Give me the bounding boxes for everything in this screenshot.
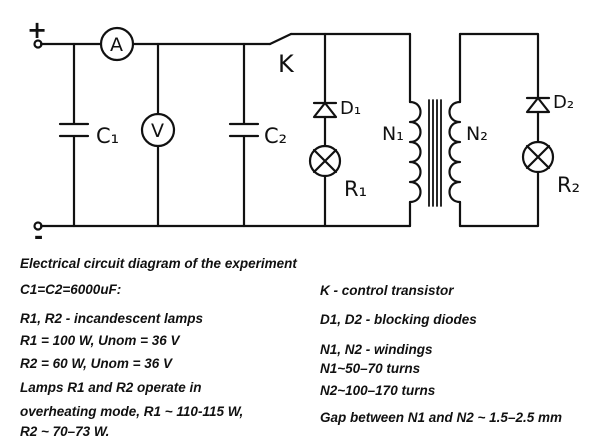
note-left-7: R2 ~ 70–73 W.	[20, 424, 110, 439]
lamp-r1: R₁	[308, 144, 367, 201]
ammeter-label: A	[110, 34, 123, 56]
secondary-loop	[458, 32, 540, 228]
note-right-6: Gap between N1 and N2 ~ 1.5–2.5 mm	[320, 410, 562, 425]
capacitor-c2: C₂	[228, 42, 287, 228]
d1-label: D₁	[340, 98, 361, 119]
winding-n2: N₂	[448, 32, 488, 228]
n2-label: N₂	[466, 123, 488, 145]
r1-label: R₁	[344, 177, 367, 201]
n1-label: N₁	[382, 123, 404, 145]
switch-label: K	[278, 50, 295, 78]
minus-sign: -	[34, 225, 43, 250]
note-left-2: R1, R2 - incandescent lamps	[20, 311, 204, 326]
c2-label: C₂	[264, 124, 287, 148]
plus-sign: +	[27, 16, 47, 44]
note-left-1: C1=C2=6000uF:	[20, 282, 122, 297]
ammeter: A	[99, 26, 135, 62]
note-right-1: K - control transistor	[320, 283, 454, 298]
note-left-5: Lamps R1 and R2 operate in	[20, 380, 202, 395]
note-right-5: N2~100–170 turns	[320, 383, 436, 398]
note-right-4: N1~50–70 turns	[320, 361, 421, 376]
note-left-4: R2 = 60 W, Unom = 36 V	[20, 356, 173, 371]
note-right-3: N1, N2 - windings	[320, 342, 433, 357]
diode-d1: D₁	[312, 98, 361, 119]
lamp-r2: R₂	[521, 140, 580, 197]
r2-label: R₂	[557, 173, 580, 197]
switch-k: K	[268, 32, 295, 78]
note-right-2: D1, D2 - blocking diodes	[320, 312, 477, 327]
d2-label: D₂	[553, 92, 574, 113]
c1-label: C₁	[96, 124, 119, 148]
circuit-diagram: + - A C₁ V C₂ K D₁ R₁	[27, 16, 580, 250]
voltmeter: V	[140, 42, 176, 228]
top-rail	[39, 32, 412, 46]
voltmeter-label: V	[151, 120, 164, 142]
diagram-title: Electrical circuit diagram of the experi…	[20, 256, 297, 271]
capacitor-c1: C₁	[58, 42, 119, 228]
transformer-core	[428, 99, 442, 207]
winding-n1: N₁	[382, 32, 422, 228]
diode-d2: D₂	[525, 92, 574, 114]
note-left-3: R1 = 100 W, Unom = 36 V	[20, 333, 180, 348]
positive-terminal: +	[27, 16, 47, 49]
note-left-6: overheating mode, R1 ~ 110-115 W,	[20, 404, 244, 419]
